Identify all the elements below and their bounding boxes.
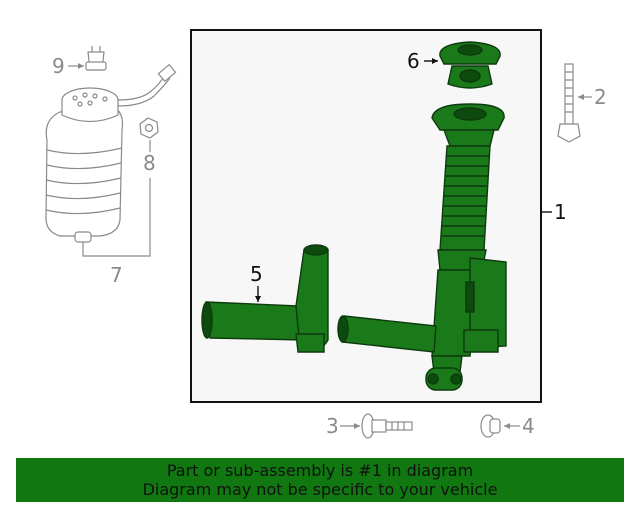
air-spring-illustration — [45, 63, 177, 243]
callout-1: 1 — [554, 200, 567, 224]
flange-nut-icon — [480, 414, 501, 438]
callout-4: 4 — [522, 414, 535, 438]
callout-7: 7 — [110, 263, 123, 287]
nut-icon — [139, 117, 159, 139]
parts-diagram: 1 2 3 4 5 6 7 8 9 — [45, 29, 607, 439]
bolt-icon — [557, 63, 581, 143]
callout-3: 3 — [326, 414, 339, 438]
clip-icon — [85, 46, 107, 71]
banner-line-1: Part or sub-assembly is #1 in diagram — [166, 461, 474, 480]
callout-7-bracket — [82, 178, 151, 257]
upper-mount-highlight — [439, 41, 501, 89]
callout-2: 2 — [594, 85, 607, 109]
callout-6: 6 — [407, 49, 420, 73]
vehicle-fit-banner: Part or sub-assembly is #1 in diagram Di… — [16, 458, 624, 502]
callout-9: 9 — [52, 54, 65, 78]
callout-5: 5 — [250, 262, 263, 286]
flange-bolt-icon — [361, 413, 413, 439]
strut-assembly-highlight — [337, 103, 507, 391]
callout-8: 8 — [143, 151, 156, 175]
banner-line-2: Diagram may not be specific to your vehi… — [142, 480, 498, 499]
connecting-pipe-highlight — [201, 244, 329, 353]
